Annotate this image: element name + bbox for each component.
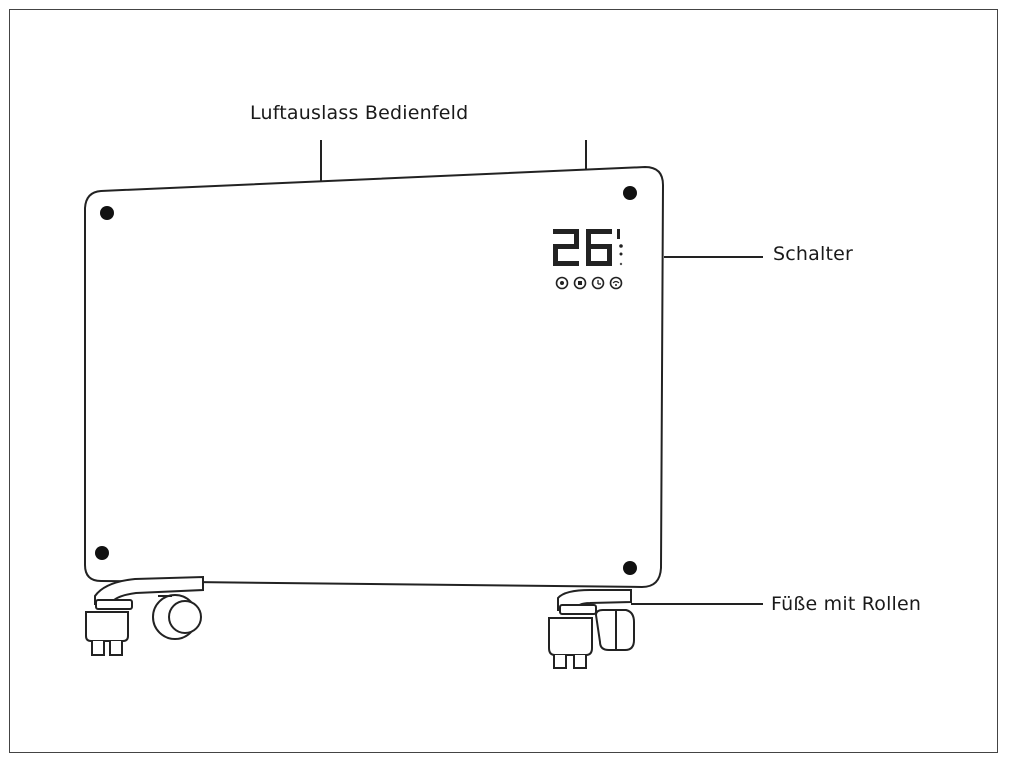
heater-panel — [84, 165, 665, 589]
screw-bottom-left — [95, 546, 109, 560]
display-indicator-dot-3 — [619, 262, 623, 266]
label-switch: Schalter — [773, 243, 854, 265]
power-icon[interactable] — [555, 276, 569, 290]
screw-bottom-right — [623, 561, 637, 575]
right-foot — [548, 589, 635, 669]
label-air-outlet-control-panel: Luftauslass Bedienfeld — [250, 102, 469, 124]
mode-icon[interactable] — [573, 276, 587, 290]
display-indicator-dot-1 — [619, 244, 623, 248]
screw-top-right — [623, 186, 637, 200]
display-digit-2 — [553, 229, 579, 266]
display-digit-6 — [586, 229, 612, 266]
display-indicator-bar — [617, 229, 620, 239]
label-feet-with-wheels: Füße mit Rollen — [771, 593, 922, 615]
display-indicator-dot-2 — [619, 252, 623, 256]
timer-icon[interactable] — [591, 276, 605, 290]
screw-top-left — [100, 206, 114, 220]
wifi-icon[interactable] — [609, 276, 623, 290]
left-foot — [85, 575, 204, 656]
